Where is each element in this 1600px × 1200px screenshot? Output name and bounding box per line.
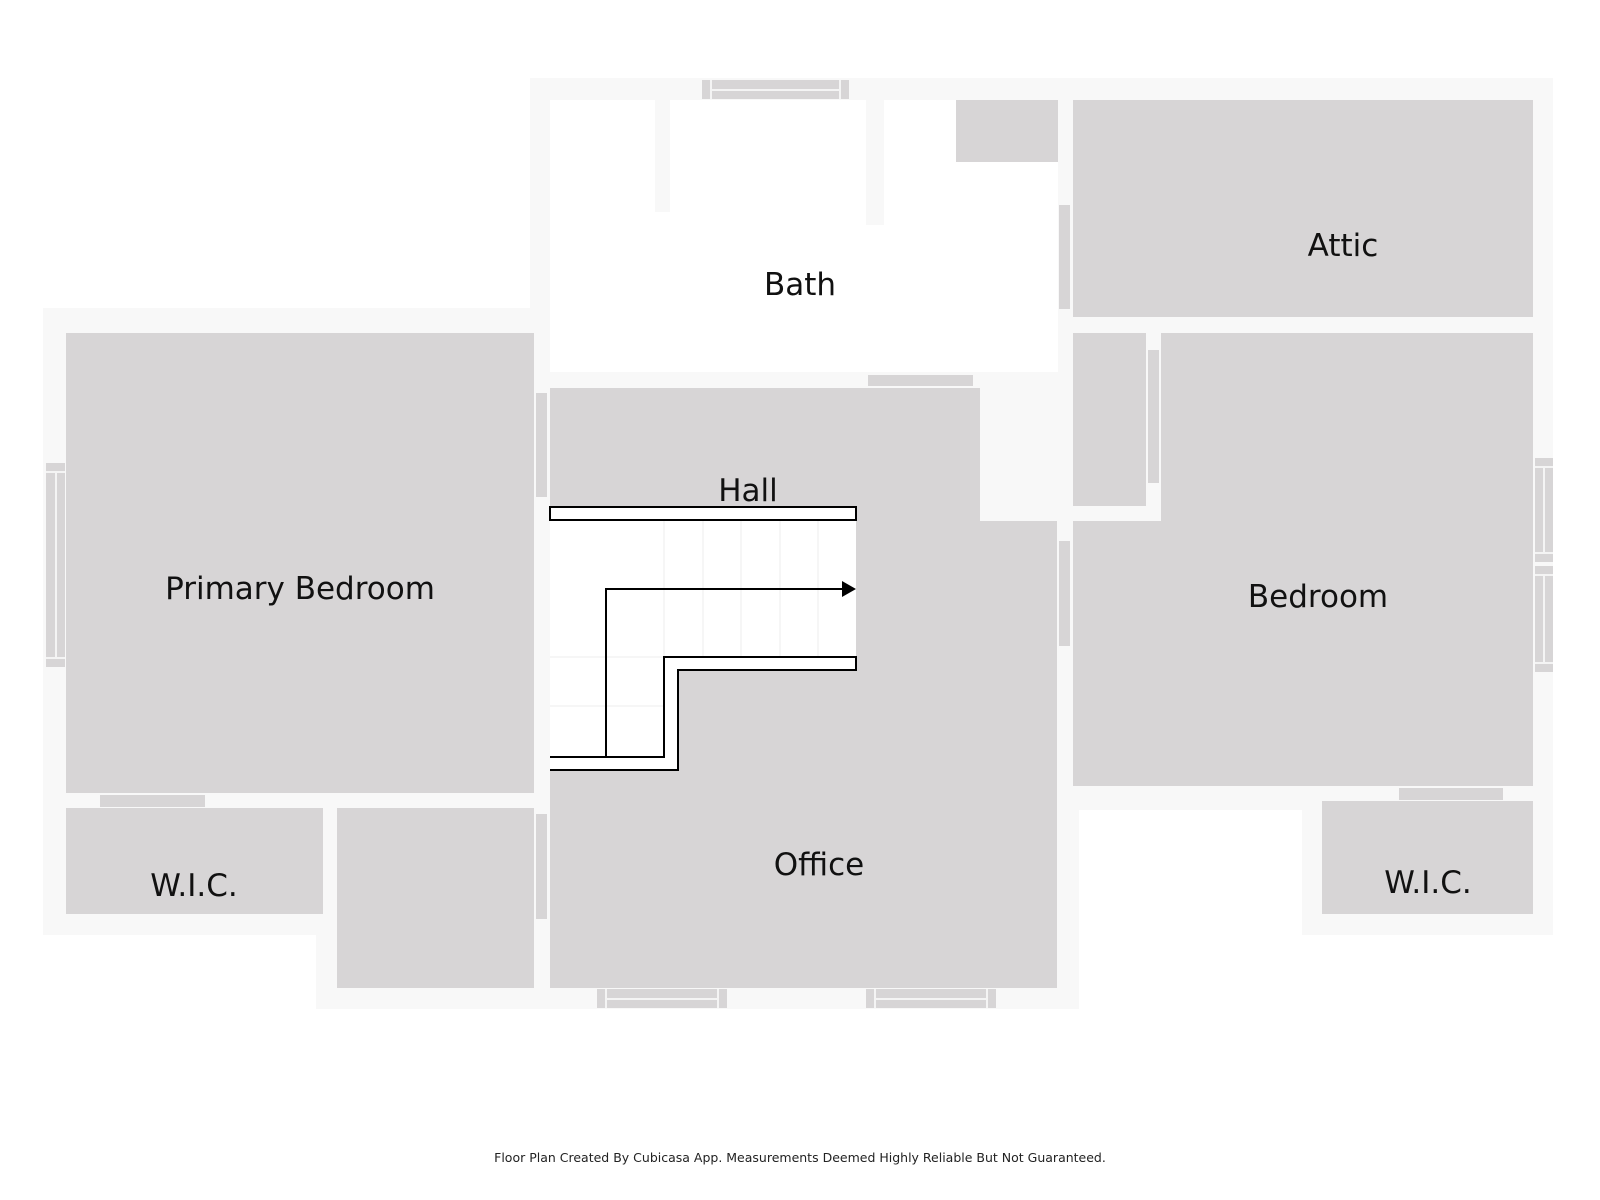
room-wic-right	[1322, 801, 1533, 914]
door-office-bedroom	[1059, 541, 1070, 646]
room-label-wic-right: W.I.C.	[1384, 865, 1472, 901]
bath-divider-1	[655, 100, 670, 212]
stair-rails	[549, 506, 857, 771]
door-bath-hall	[868, 375, 973, 386]
room-label-primary-bedroom: Primary Bedroom	[165, 571, 435, 607]
window-office-bottom-1	[597, 989, 727, 1008]
window-bedroom-right-2	[1535, 566, 1553, 672]
room-bedroom-lower	[1073, 521, 1173, 786]
room-label-attic: Attic	[1307, 228, 1379, 264]
window-bath-top	[702, 80, 849, 99]
room-label-bath: Bath	[763, 267, 837, 303]
footer-disclaimer: Floor Plan Created By Cubicasa App. Meas…	[494, 1150, 1106, 1165]
door-bath-attic	[1059, 205, 1070, 309]
room-closet	[1073, 333, 1146, 506]
room-storage	[337, 808, 534, 988]
room-bedroom	[1161, 333, 1533, 786]
stair-treads	[550, 521, 856, 769]
room-wic-left	[66, 808, 323, 914]
bath-fixture	[956, 100, 1058, 162]
room-label-wic-left: W.I.C.	[150, 868, 238, 904]
window-office-bottom-2	[866, 989, 996, 1008]
room-label-bedroom: Bedroom	[1247, 579, 1389, 615]
door-bedroom-wic	[1399, 788, 1503, 800]
arrow-right-icon	[842, 581, 856, 597]
room-attic	[1073, 100, 1533, 317]
bath-right-lower	[980, 372, 1058, 521]
door-closet-bedroom	[1148, 350, 1159, 483]
door-primary-hall	[536, 393, 547, 497]
room-label-office: Office	[773, 847, 865, 883]
bath-divider-2	[866, 100, 884, 225]
exterior-bottom-notch	[1079, 810, 1302, 1010]
room-label-hall: Hall	[718, 473, 778, 509]
window-primary-left	[46, 463, 65, 667]
window-bedroom-right-1	[1535, 458, 1553, 562]
door-storage-office	[536, 814, 547, 919]
room-primary-bedroom	[66, 333, 534, 793]
door-primary-wic	[100, 795, 205, 807]
